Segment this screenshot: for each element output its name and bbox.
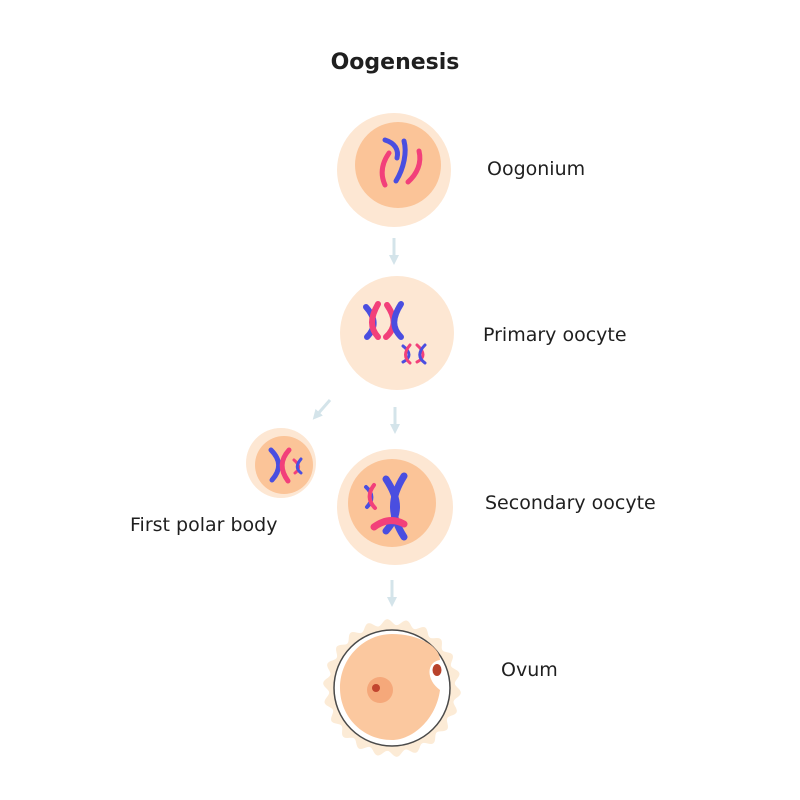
arrow-primary-oocyte-to-first-polar-body xyxy=(312,399,332,420)
ovum-polar-body xyxy=(432,664,442,676)
diagram-title: Oogenesis xyxy=(330,50,460,75)
first-polar-body-cell xyxy=(246,428,316,498)
label-oogonium: Oogonium xyxy=(487,158,586,180)
oogonium-cell xyxy=(337,113,451,227)
secondary-oocyte-cell xyxy=(337,449,453,565)
ovum-nucleus xyxy=(367,677,393,703)
arrows-group xyxy=(312,238,400,607)
primary-oocyte-chromosomes xyxy=(363,301,427,365)
label-secondary-oocyte: Secondary oocyte xyxy=(485,492,656,514)
label-ovum: Ovum xyxy=(501,659,558,681)
primary-oocyte-cell xyxy=(340,276,454,390)
oogonium-nucleus xyxy=(355,122,441,208)
oogonium-chromosomes xyxy=(379,137,423,188)
secondary-oocyte-chromosomes xyxy=(364,472,408,541)
label-primary-oocyte: Primary oocyte xyxy=(483,324,627,346)
ovum-cell xyxy=(323,619,461,757)
label-first-polar-body: First polar body xyxy=(130,514,278,536)
first-polar-body-chromosomes xyxy=(268,447,303,484)
ovum-nucleolus xyxy=(372,684,380,692)
